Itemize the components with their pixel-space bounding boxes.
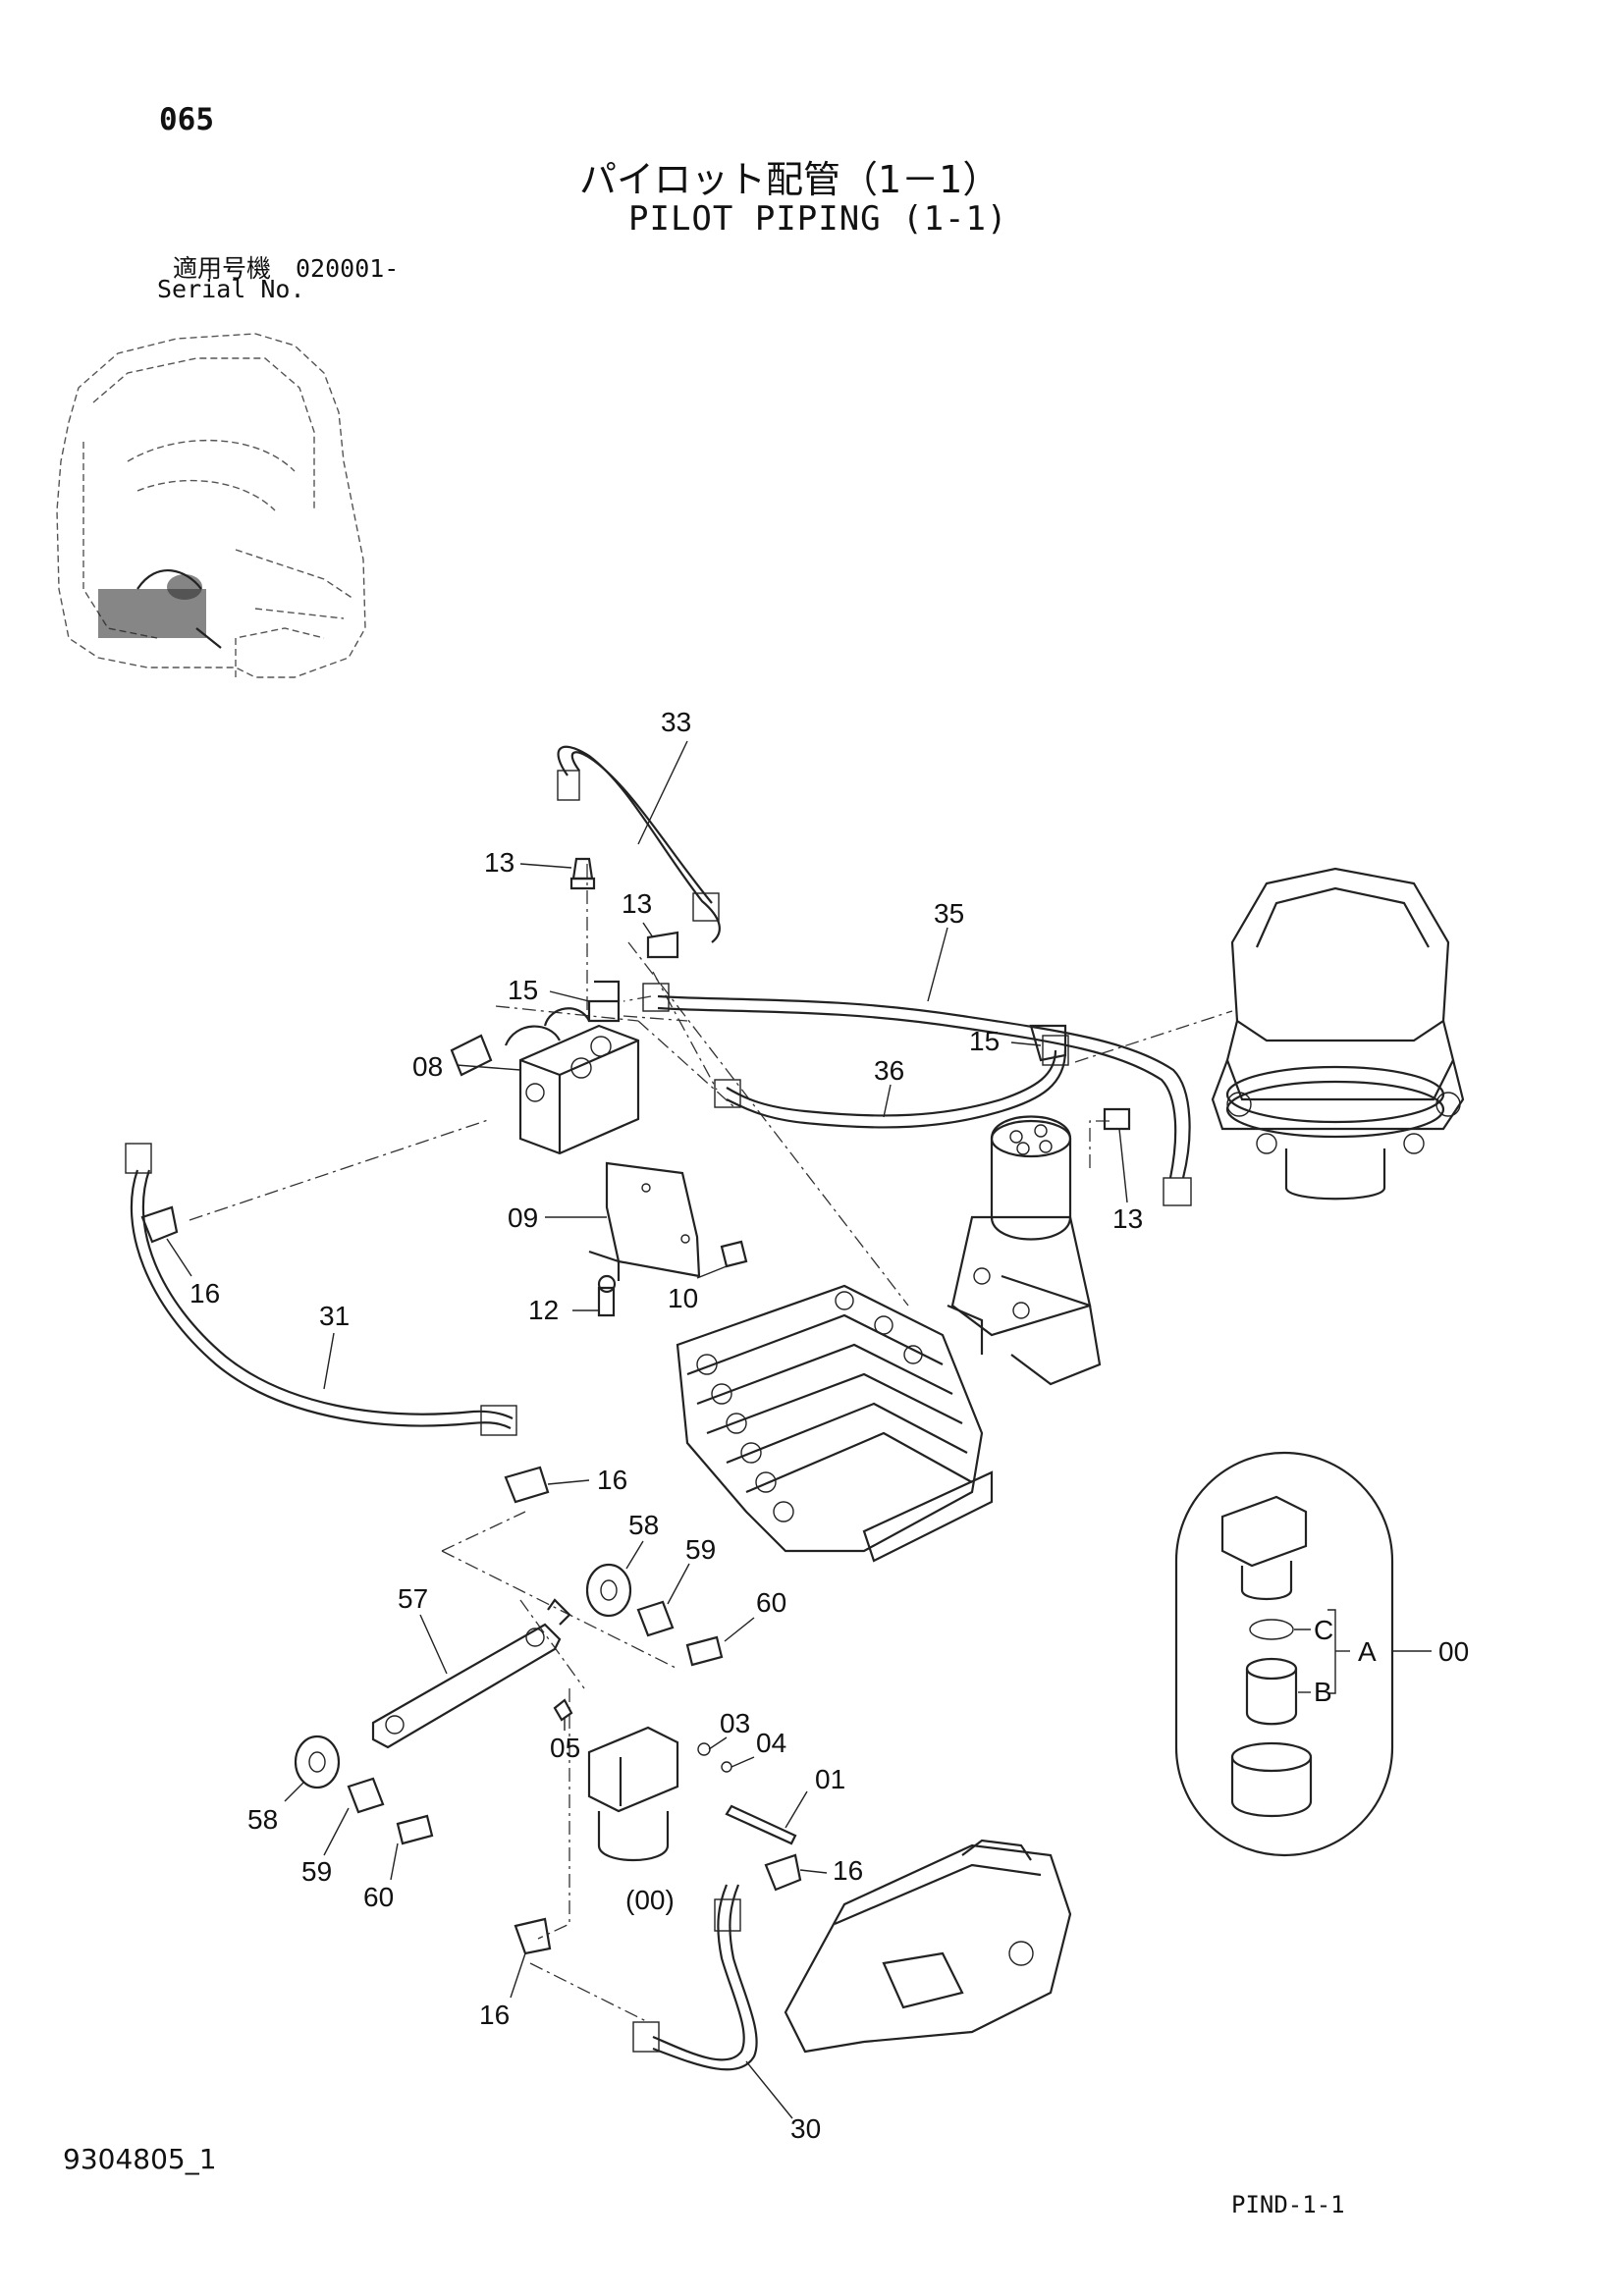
swivel-joint xyxy=(947,1115,1102,1386)
callout-16-mid: 16 xyxy=(597,1465,627,1495)
pilot-pump xyxy=(784,1839,1072,2054)
callout-00: 00 xyxy=(1438,1636,1469,1667)
callout-04: 04 xyxy=(756,1728,786,1758)
callout-13-right: 13 xyxy=(1112,1203,1143,1234)
callout-13-top: 13 xyxy=(484,847,514,878)
callout-30: 30 xyxy=(790,2113,821,2144)
callout-C: C xyxy=(1314,1615,1333,1645)
callout-16-pump: 16 xyxy=(833,1855,863,1886)
callout-16-left: 16 xyxy=(189,1278,220,1308)
callout-10: 10 xyxy=(668,1283,698,1313)
mount-rubbers xyxy=(294,1563,797,1845)
bracket-09 xyxy=(588,1161,701,1281)
serial-label-english: Serial No. xyxy=(157,275,305,303)
callout-35: 35 xyxy=(934,898,964,929)
callout-09: 09 xyxy=(508,1202,538,1233)
drawing-number: 9304805_1 xyxy=(63,2143,217,2175)
callout-03: 03 xyxy=(720,1708,750,1738)
callout-05: 05 xyxy=(550,1733,580,1763)
filter-assembly xyxy=(587,1726,679,1861)
callout-08: 08 xyxy=(412,1051,443,1082)
control-valve xyxy=(676,1284,994,1563)
callout-B: B xyxy=(1314,1677,1332,1707)
leader-lines xyxy=(166,740,1128,2119)
page-reference: PIND-1-1 xyxy=(1231,2191,1345,2218)
bracket-57 xyxy=(371,1598,571,1749)
callout-13-mid: 13 xyxy=(622,888,652,919)
page-number: 065 xyxy=(159,102,214,137)
page-title-english: PILOT PIPING (1-1) xyxy=(628,199,1008,239)
callout-16-bottom: 16 xyxy=(479,2000,510,2030)
callout-59-bottom: 59 xyxy=(301,1856,332,1887)
callout-12: 12 xyxy=(528,1295,559,1325)
callout-33: 33 xyxy=(661,707,691,737)
callout-58-top: 58 xyxy=(628,1510,659,1540)
callout-57: 57 xyxy=(398,1583,428,1614)
callout-A: A xyxy=(1358,1636,1377,1667)
callout-58-bottom: 58 xyxy=(247,1804,278,1835)
callout-labels: 33 13 13 35 15 08 15 36 13 09 16 31 12 1… xyxy=(189,707,1469,2144)
swing-motor xyxy=(1211,867,1465,1201)
callout-60-bottom: 60 xyxy=(363,1882,394,1912)
detail-inset xyxy=(1174,1451,1432,1857)
callout-59-top: 59 xyxy=(685,1534,716,1565)
location-thumbnail xyxy=(56,333,366,678)
callout-01: 01 xyxy=(815,1764,845,1794)
serial-label-japanese: 適用号機 020001- xyxy=(173,254,400,283)
page-title-japanese: パイロット配管（1－1） xyxy=(579,158,1001,201)
pilot-valve-08 xyxy=(504,1007,640,1155)
callout-36: 36 xyxy=(874,1055,904,1086)
connection-lines xyxy=(189,864,1233,2023)
fittings xyxy=(140,857,1131,1955)
callout-00-filter: (00) xyxy=(625,1885,675,1915)
callout-15-left: 15 xyxy=(508,975,538,1005)
callout-15-right: 15 xyxy=(969,1026,1000,1056)
pilot-hoses xyxy=(125,745,1192,2071)
callout-60-top: 60 xyxy=(756,1587,786,1618)
callout-31: 31 xyxy=(319,1301,350,1331)
